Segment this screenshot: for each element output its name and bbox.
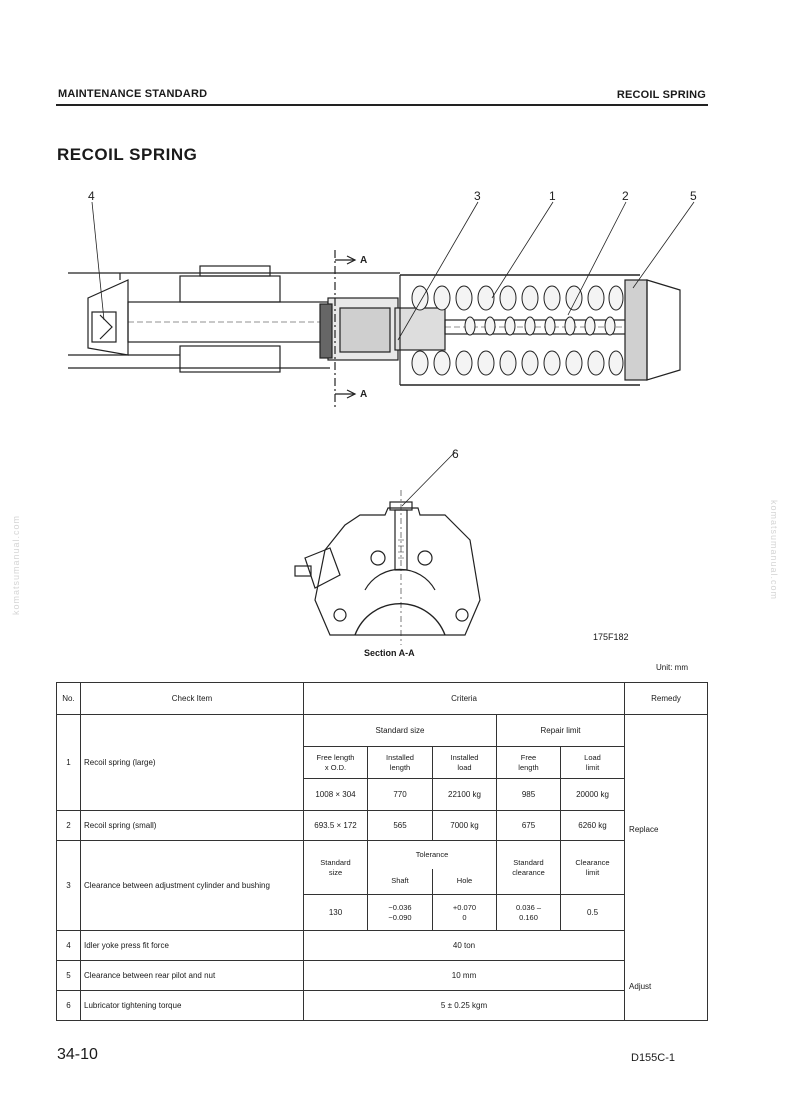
row-6-no: 6: [56, 990, 81, 1021]
row-4-no: 4: [56, 930, 81, 961]
std-size-label: Standard size: [303, 840, 368, 895]
row-3-item: Clearance between adjustment cylinder an…: [80, 840, 304, 931]
shaft-label: Shaft: [367, 868, 433, 895]
col-installed-load: Installed load: [432, 746, 497, 779]
section-marker-bottom: A: [360, 389, 367, 400]
tolerance-label: Tolerance: [367, 840, 497, 869]
row-1-free-length-od: 1008 × 304: [303, 778, 368, 811]
table-row: 6 Lubricator tightening torque 5 ± 0.25 …: [56, 990, 708, 1021]
row-1-no: 1: [56, 714, 81, 811]
row-4-criteria: 40 ton: [302, 930, 626, 961]
row-2-no: 2: [56, 810, 81, 841]
header-left: MAINTENANCE STANDARD: [58, 88, 208, 100]
section-caption: Section A-A: [364, 648, 415, 658]
row-6-item: Lubricator tightening torque: [80, 990, 304, 1021]
hole-label: Hole: [432, 868, 497, 895]
clearance-limit-label: Clearance limit: [559, 840, 626, 895]
row-1-installed-load: 22100 kg: [432, 778, 497, 811]
remedy-column: Replace Adjust: [624, 714, 709, 1021]
header-right: RECOIL SPRING: [616, 89, 706, 101]
table-row: 4 Idler yoke press fit force 40 ton: [56, 930, 708, 961]
row-2-item: Recoil spring (small): [80, 810, 304, 841]
recoil-spring-cross-section: 4 3 1 2 5 A A: [68, 189, 697, 408]
section-marker-top: A: [360, 255, 367, 266]
col-free-length-od: Free length x O.D.: [303, 746, 368, 779]
row-2-installed-length: 565: [367, 810, 433, 841]
row-1-free-length: 985: [496, 778, 561, 811]
std-clearance-label: Standard clearance: [496, 840, 561, 895]
col-load-limit: Load limit: [559, 746, 626, 779]
row-3-std-clearance: 0.036 – 0.160: [496, 894, 561, 931]
row-3-clearance-limit: 0.5: [559, 894, 626, 931]
col-installed-length: Installed length: [367, 746, 433, 779]
callout-1: 1: [549, 189, 556, 203]
maintenance-standard-table: No. Check Item Criteria Remedy 1 Recoil …: [56, 682, 709, 1021]
header-criteria: Criteria: [302, 682, 626, 715]
standard-size-label: Standard size: [303, 714, 497, 747]
table-row: 1 Recoil spring (large) Standard size Re…: [56, 714, 709, 1021]
row-3-shaft: −0.036 −0.090: [367, 894, 433, 931]
table-row: 3 Clearance between adjustment cylinder …: [56, 840, 708, 931]
page-number: 34-10: [57, 1046, 98, 1063]
repair-limit-label: Repair limit: [495, 714, 626, 747]
row-1-item: Recoil spring (large): [80, 714, 304, 811]
table-row: Shaft Hole: [57, 868, 708, 895]
model-code: D155C-1: [631, 1052, 676, 1064]
table-header-row: No. Check Item Criteria Remedy: [56, 682, 709, 715]
col-free-length: Free length: [496, 746, 561, 779]
table-row: 1008 × 304 770 22100 kg 985 20000 kg: [57, 778, 708, 811]
page-title: RECOIL SPRING: [57, 145, 198, 164]
remedy-replace: Replace: [629, 825, 659, 834]
section-a-a-drawing: 6: [294, 447, 481, 645]
row-2-free-length-od: 693.5 × 172: [303, 810, 368, 841]
callout-6: 6: [452, 447, 459, 461]
row-5-criteria: 10 mm: [302, 960, 626, 991]
table-row: 130 −0.036 −0.090 +0.070 0 0.036 – 0.160…: [57, 894, 708, 931]
row-6-criteria: 5 ± 0.25 kgm: [302, 990, 626, 1021]
callout-5: 5: [690, 189, 697, 203]
callout-3: 3: [474, 189, 481, 203]
watermark-left: komatsumanual.com: [11, 514, 22, 616]
unit-note: Unit: mm: [656, 663, 688, 672]
row-1-load-limit: 20000 kg: [559, 778, 626, 811]
row-3-no: 3: [56, 840, 81, 931]
figure-code: 175F182: [593, 632, 629, 642]
header-no: No.: [56, 682, 81, 715]
row-4-item: Idler yoke press fit force: [80, 930, 304, 961]
remedy-adjust: Adjust: [629, 982, 652, 991]
table-row: Free length x O.D. Installed length Inst…: [57, 746, 708, 779]
row-2-load-limit: 6260 kg: [559, 810, 626, 841]
row-3-std-size: 130: [303, 894, 368, 931]
row-5-no: 5: [56, 960, 81, 991]
callout-2: 2: [622, 189, 629, 203]
row-5-item: Clearance between rear pilot and nut: [80, 960, 304, 991]
header-remedy: Remedy: [624, 682, 709, 715]
table-row: 2 Recoil spring (small) 693.5 × 172 565 …: [56, 810, 708, 841]
row-2-free-length: 675: [496, 810, 561, 841]
callout-4: 4: [88, 189, 95, 203]
row-3-hole: +0.070 0: [432, 894, 497, 931]
watermark-right: komatsumanual.com: [769, 499, 780, 601]
header-check-item: Check Item: [80, 682, 304, 715]
row-1-installed-length: 770: [367, 778, 433, 811]
row-2-installed-load: 7000 kg: [432, 810, 497, 841]
header-rule: [56, 104, 708, 106]
table-row: 5 Clearance between rear pilot and nut 1…: [56, 960, 708, 991]
